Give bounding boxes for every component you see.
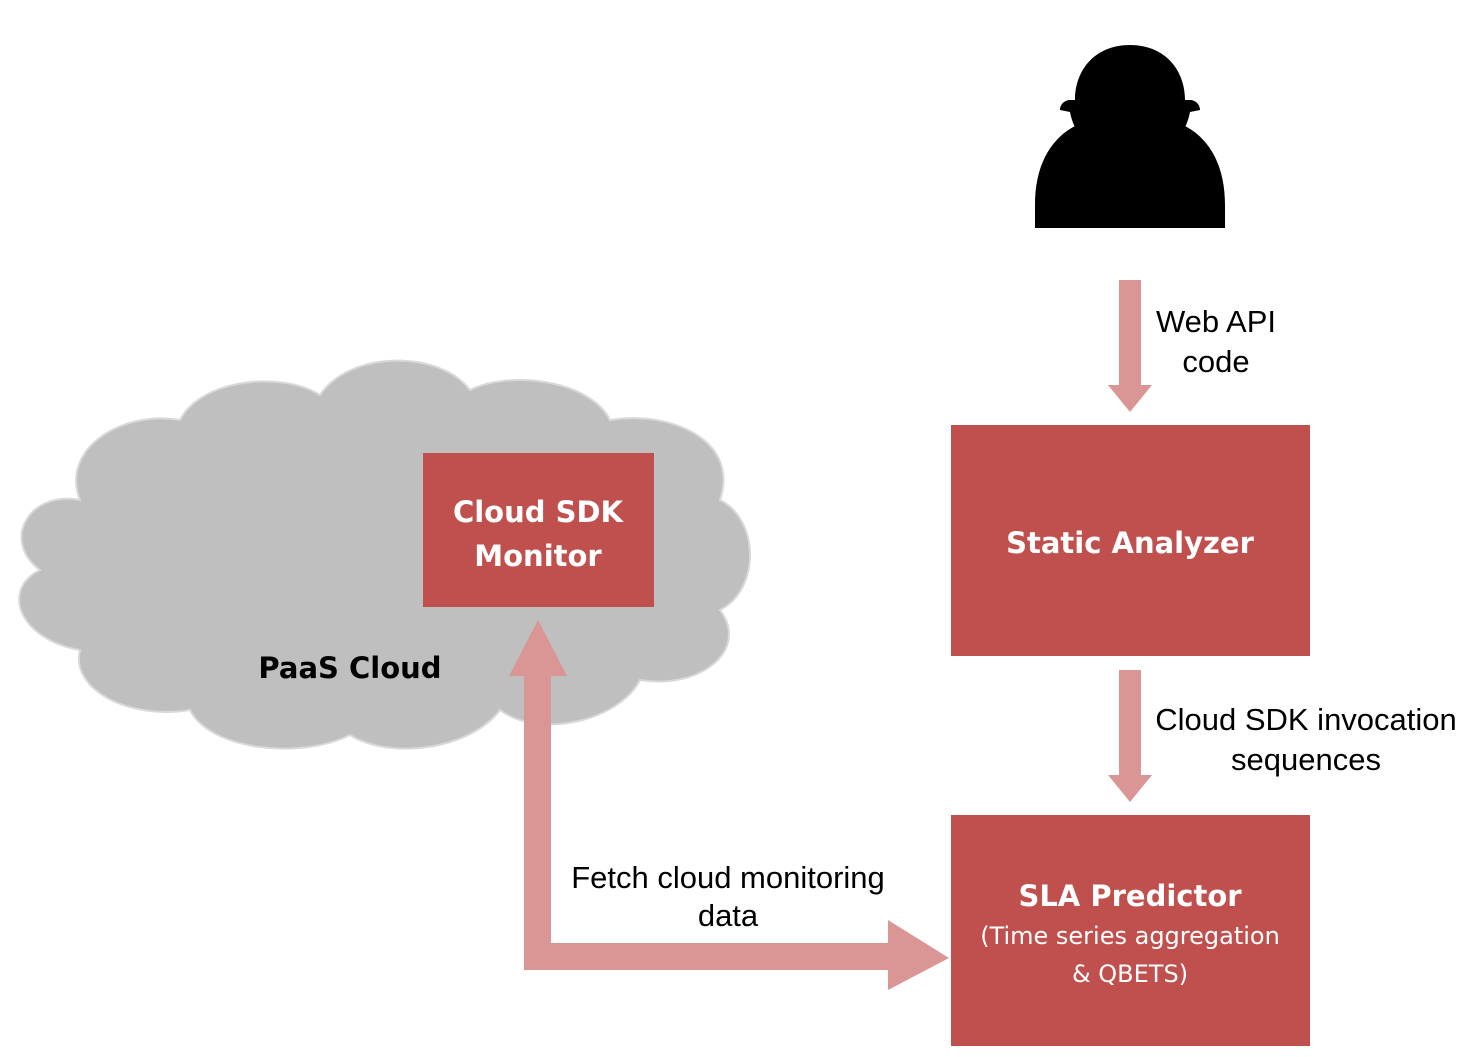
static-analyzer-node: Static Analyzer <box>951 425 1310 656</box>
user-silhouette-icon <box>1035 45 1225 228</box>
static-analyzer-box <box>951 425 1310 656</box>
sla-predictor-subtitle-line1: (Time series aggregation <box>980 922 1280 950</box>
edge-label-invocation-line1: Cloud SDK invocation <box>1155 702 1457 737</box>
edge-label-invocation-line2: sequences <box>1231 742 1381 777</box>
arrow-user-to-analyzer <box>1108 280 1152 412</box>
arrow-analyzer-to-predictor <box>1108 670 1152 802</box>
edge-label-fetch-line1: Fetch cloud monitoring <box>571 860 885 895</box>
edge-label-web-api-line1: Web API <box>1156 304 1276 339</box>
paas-cloud-label: PaaS Cloud <box>258 651 441 685</box>
user-body <box>1035 120 1225 228</box>
edge-label-web-api-line2: code <box>1182 344 1249 379</box>
cloud-sdk-monitor-line2: Monitor <box>474 539 602 573</box>
static-analyzer-title: Static Analyzer <box>1006 526 1254 560</box>
sla-predictor-title: SLA Predictor <box>1018 879 1242 913</box>
arrow-monitor-predictor <box>509 620 949 990</box>
cloud-sdk-monitor-box <box>423 453 654 607</box>
sla-predictor-subtitle-line2: & QBETS) <box>1072 960 1188 988</box>
cloud-sdk-monitor-line1: Cloud SDK <box>453 495 625 529</box>
sla-predictor-box <box>951 815 1310 1046</box>
sla-predictor-node: SLA Predictor (Time series aggregation &… <box>951 815 1310 1046</box>
edge-label-fetch-line2: data <box>698 898 759 933</box>
cloud-sdk-monitor-node: Cloud SDK Monitor <box>423 453 654 607</box>
